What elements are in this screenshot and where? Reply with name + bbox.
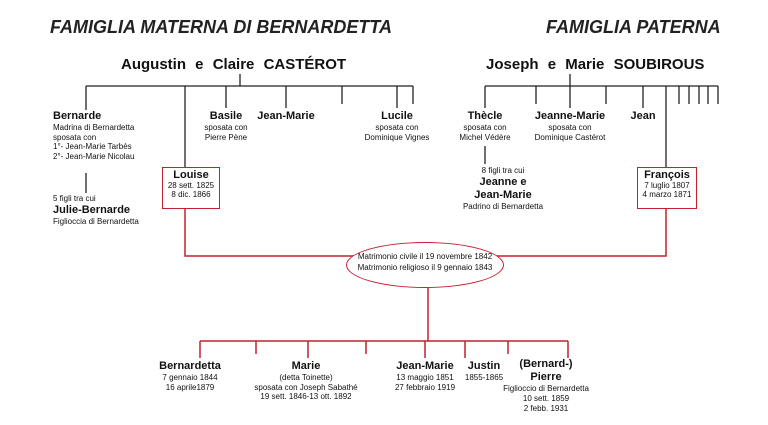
person-name: Thècle [467, 110, 503, 122]
person-name: Jean-Marie [474, 188, 532, 201]
bernardetta-node: Bernardetta 7 gennaio 1844 16 aprile1879 [159, 360, 221, 392]
person-name: Pierre [530, 371, 562, 384]
person-note: Dominique Vignes [364, 132, 430, 142]
person-name: Louise [173, 169, 209, 181]
conjunction: e [547, 56, 557, 73]
children-count: 8 figli tra cui [481, 166, 525, 175]
thecle-node: Thècle sposata con Michel Védère [459, 110, 510, 142]
birth-date: 10 sett. 1859 [522, 393, 570, 403]
birth-date: 13 maggio 1851 [396, 373, 454, 383]
lucile-node: Lucile sposata con Dominique Vignes [365, 110, 430, 142]
person-name: (Bernard-) [519, 358, 573, 370]
jean-node: Jean [630, 110, 655, 123]
person-note: Figlioccio di Bernardetta [503, 384, 589, 394]
francois-box: François 7 luglio 1807 4 marzo 1871 [637, 167, 697, 209]
person-name: François [644, 169, 690, 181]
bernarde-node: Bernarde Madrina di Bernardetta sposata … [53, 110, 134, 162]
mother-name: Claire [212, 56, 255, 73]
birth-date: 28 sett. 1825 [167, 181, 215, 190]
birth-date: 7 gennaio 1844 [162, 373, 218, 383]
person-note: Figlioccia di Bernardetta [53, 216, 139, 226]
person-name: Bernardetta [159, 360, 221, 372]
person-note: Pierre Pène [204, 132, 248, 142]
person-note: sposata con [53, 132, 97, 142]
person-name: Justin [467, 360, 501, 372]
person-note: Padrino di Bernardetta [462, 201, 544, 211]
death-date: 8 dic. 1866 [171, 190, 211, 199]
pierre-node: (Bernard-) Pierre Figlioccio di Bernarde… [503, 358, 589, 413]
person-note: (detta Toinette) [279, 373, 333, 383]
person-name: Marie [291, 360, 321, 372]
justin-node: Justin 1855-1865 [465, 360, 503, 383]
life-dates: 1855-1865 [464, 373, 504, 383]
mother-name: Marie [565, 56, 605, 73]
jeanmarie-maternal-node: Jean-Marie [257, 110, 314, 123]
person-name: Jean [630, 110, 656, 122]
religious-marriage-date: Matrimonio religioso il 9 gennaio 1843 [357, 263, 493, 272]
marriage-ellipse: Matrimonio civile il 19 novembre 1842 Ma… [346, 242, 504, 288]
person-note: Madrina di Bernardetta [53, 123, 135, 133]
person-note: sposata con [463, 123, 507, 133]
person-name: Jeanne-Marie [534, 110, 606, 122]
children-count: 5 figli tra cui [53, 194, 96, 203]
person-name: Jeanne e [479, 175, 527, 188]
marie-node: Marie (detta Toinette) sposata con Josep… [254, 360, 357, 402]
death-date: 16 aprile1879 [165, 382, 215, 392]
person-note: 1°- Jean-Marie Tarbès [53, 142, 132, 152]
paternal-family-title: FAMIGLIA PATERNA [546, 17, 721, 37]
jeannemarie-node: Jeanne-Marie sposata con Dominique Casté… [535, 110, 606, 142]
person-note: Michel Védère [459, 132, 511, 142]
person-note: 2°- Jean-Marie Nicolau [53, 151, 135, 161]
person-name: Julie-Bernarde [53, 203, 131, 216]
thecle-children-node: 8 figli tra cui Jeanne e Jean-Marie Padr… [463, 166, 543, 212]
paternal-parents: Joseph e Marie SOUBIROUS [486, 56, 704, 74]
birth-date: 7 luglio 1807 [644, 181, 690, 190]
maternal-parents: Augustin e Claire CASTÉROT [121, 56, 346, 74]
louise-box: Louise 28 sett. 1825 8 dic. 1866 [162, 167, 220, 209]
father-name: Augustin [121, 56, 186, 73]
person-note: sposata con [548, 123, 592, 133]
person-note: sposata con [204, 123, 248, 133]
conjunction: e [195, 56, 204, 73]
person-name: Lucile [381, 110, 413, 122]
person-note: sposata con [375, 123, 419, 133]
person-name: Jean-Marie [257, 110, 315, 122]
basile-node: Basile sposata con Pierre Pène [204, 110, 247, 142]
death-date: 2 febb. 1931 [523, 403, 569, 413]
life-dates: 19 sett. 1846-13 ott. 1892 [260, 392, 352, 402]
person-name: Bernarde [53, 110, 102, 122]
death-date: 27 febbraio 1919 [394, 382, 456, 392]
person-note: Dominique Castérot [534, 132, 606, 142]
person-note: sposata con Joseph Sabathé [254, 382, 358, 392]
father-name: Joseph [486, 56, 539, 73]
julie-bernarde-node: 5 figli tra cui Julie-Bernarde Figliocci… [53, 194, 139, 226]
jeanmarie-child-node: Jean-Marie 13 maggio 1851 27 febbraio 19… [395, 360, 455, 392]
maternal-family-title: FAMIGLIA MATERNA DI BERNARDETTA [50, 17, 392, 37]
person-name: Basile [209, 110, 243, 122]
family-surname: SOUBIROUS [613, 56, 705, 73]
death-date: 4 marzo 1871 [642, 190, 692, 199]
person-name: Jean-Marie [396, 360, 454, 372]
civil-marriage-date: Matrimonio civile il 19 novembre 1842 [357, 252, 493, 261]
family-surname: CASTÉROT [263, 56, 347, 73]
